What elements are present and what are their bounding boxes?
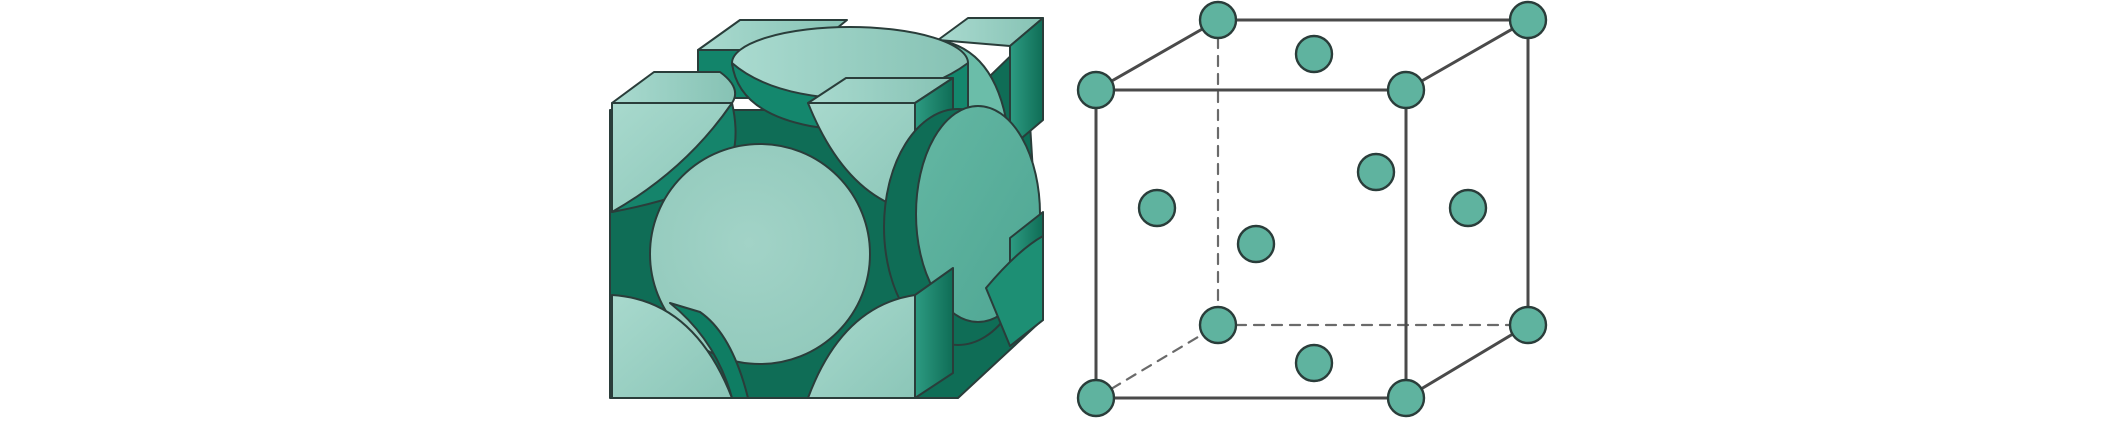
top-left-depth-edge [1094,18,1220,92]
corner-atom-front-bottom-left [1076,378,1116,418]
face-atom-bottom [1294,343,1334,383]
corner-atom-back-top-right [1508,0,1548,40]
corner-atom-front-bottom-right [1386,378,1426,418]
corner-piece-back-bottom-right [985,211,1044,347]
face-atom-left [1137,188,1177,228]
face-atom-back [1356,152,1396,192]
corner-atom-back-top-left [1198,0,1238,40]
hidden-edge-bottom-left-depth [1094,323,1220,400]
corner-piece-front-bottom-left-side [669,302,749,399]
corner-piece-front-top-left-top [611,71,736,104]
corner-piece-front-bottom-right-side [914,267,954,399]
face-atom-top [1294,34,1334,74]
bottom-right-depth-edge [1404,323,1530,400]
corner-piece-top-back-right-side [1009,17,1044,149]
corner-atom-front-top-right [1386,70,1426,110]
lattice-point-model [1076,0,1548,418]
corner-piece-front-bottom-right [807,267,954,399]
face-atom-right [1448,188,1488,228]
corner-atom-back-bottom-right [1508,305,1548,345]
corner-atom-front-top-left [1076,70,1116,110]
space-filling-model [609,17,1044,399]
corner-atom-back-bottom-left [1198,305,1238,345]
corner-piece-back-bottom-right-face [985,235,1044,347]
corner-piece-front-bottom-left [611,294,749,399]
top-right-depth-edge [1404,18,1530,92]
front-face-atom [649,143,871,365]
face-atom-front [1236,224,1276,264]
